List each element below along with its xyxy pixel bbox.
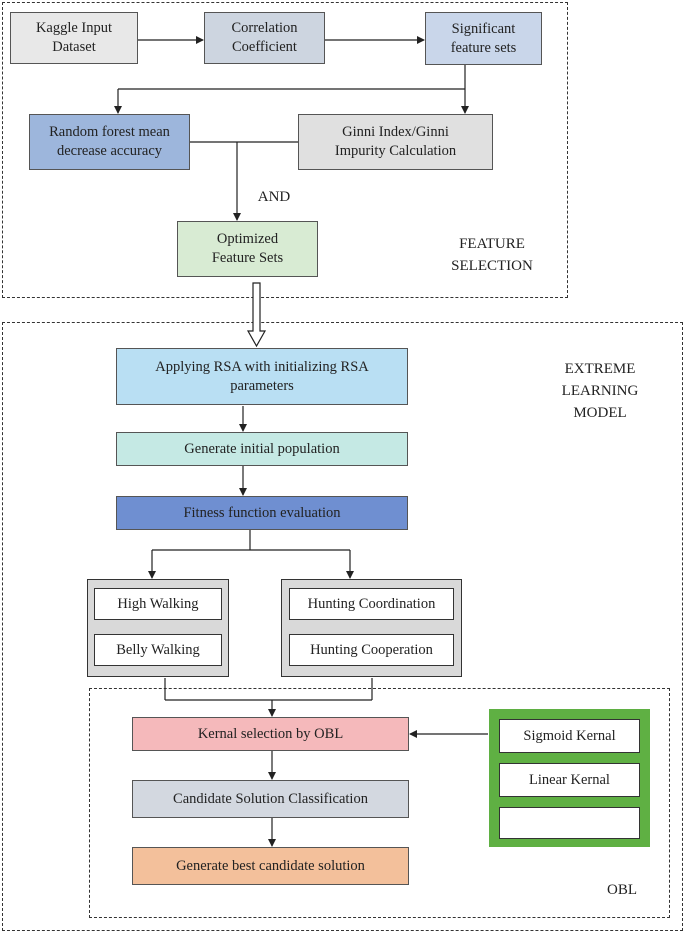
optimized-features-box: Optimized Feature Sets [177, 221, 318, 277]
hunting-coordination-box: Hunting Coordination [289, 588, 454, 620]
sigmoid-kernal-box: Sigmoid Kernal [499, 719, 640, 753]
initial-population-box: Generate initial population [116, 432, 408, 466]
hunting-cooperation-box: Hunting Cooperation [289, 634, 454, 666]
kernel-group: Sigmoid Kernal Linear Kernal [489, 709, 650, 847]
walking-group: High Walking Belly Walking [87, 579, 229, 677]
feature-selection-label: FEATURE SELECTION [451, 236, 533, 274]
empty-kernal-box [499, 807, 640, 839]
hunting-group: Hunting Coordination Hunting Cooperation [281, 579, 462, 677]
random-forest-box: Random forest mean decrease accuracy [29, 114, 190, 170]
linear-kernal-box: Linear Kernal [499, 763, 640, 797]
feature-selection-frame [2, 2, 568, 298]
obl-frame [89, 688, 670, 918]
obl-label: OBL [607, 882, 637, 898]
high-walking-box: High Walking [94, 588, 222, 620]
belly-walking-box: Belly Walking [94, 634, 222, 666]
apply-rsa-box: Applying RSA with initializing RSA param… [116, 348, 408, 405]
kernal-selection-box: Kernal selection by OBL [132, 717, 409, 751]
best-candidate-box: Generate best candidate solution [132, 847, 409, 885]
kaggle-input-box: Kaggle Input Dataset [10, 12, 138, 64]
fitness-evaluation-box: Fitness function evaluation [116, 496, 408, 530]
gini-box: Ginni Index/Ginni Impurity Calculation [298, 114, 493, 170]
elm-label: EXTREME LEARNING MODEL [561, 361, 639, 421]
and-label: AND [257, 189, 291, 205]
significant-features-box: Significant feature sets [425, 12, 542, 65]
elm-frame [2, 322, 683, 931]
candidate-classification-box: Candidate Solution Classification [132, 780, 409, 818]
correlation-box: Correlation Coefficient [204, 12, 325, 64]
